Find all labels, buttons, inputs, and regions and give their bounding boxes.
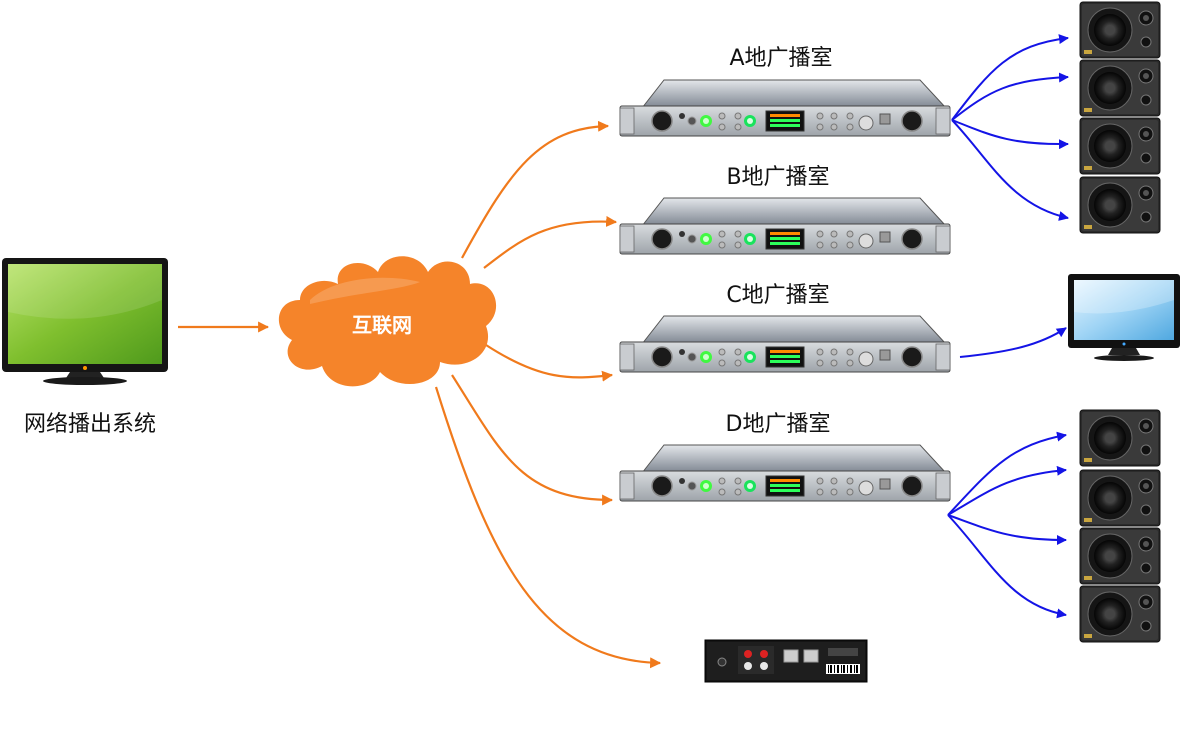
rack-device-icon — [619, 197, 951, 255]
speaker-icon — [1079, 409, 1161, 467]
speaker-icon — [1079, 585, 1161, 643]
tv-icon — [1068, 274, 1180, 361]
arrow-internet-to-room-a — [461, 120, 610, 259]
arrow-room-d-to-speaker-4 — [947, 514, 1067, 619]
cloud-label: 互联网 — [352, 313, 412, 337]
room-b-label: B地广播室 — [726, 165, 829, 190]
room-d-label: D地广播室 — [726, 412, 831, 437]
rack-device-icon — [619, 444, 951, 502]
arrow-internet-to-room-b — [483, 215, 618, 269]
blue-links — [947, 34, 1069, 619]
arrow-room-d-to-speaker-2 — [947, 465, 1067, 516]
arrow-room-a-to-speaker-4 — [951, 119, 1069, 221]
small-device-icon — [704, 639, 868, 683]
orange-links — [178, 120, 662, 669]
arrow-room-d-to-speaker-3 — [947, 514, 1067, 545]
speaker-icon — [1079, 117, 1161, 175]
arrow-internet-to-small-device — [434, 386, 662, 669]
arrow-internet-to-room-d — [451, 374, 614, 506]
monitor-icon — [2, 258, 168, 385]
speaker-icon — [1079, 1, 1161, 59]
cloud-icon — [278, 256, 497, 387]
arrow-room-a-to-speaker-1 — [951, 34, 1069, 121]
arrow-room-c-to-tv — [959, 327, 1067, 358]
arrow-room-a-to-speaker-2 — [951, 72, 1069, 121]
room-a-label: A地广播室 — [729, 46, 832, 71]
room-c-label: C地广播室 — [726, 283, 829, 308]
speaker-icon — [1079, 527, 1161, 585]
source-label: 网络播出系统 — [24, 412, 156, 437]
speaker-icon — [1079, 176, 1161, 234]
arrow-room-d-to-speaker-1 — [947, 431, 1067, 516]
rack-device-icon — [619, 79, 951, 137]
arrow-room-a-to-speaker-3 — [951, 119, 1069, 150]
arrow-internet-to-room-c — [485, 344, 614, 382]
speaker-icon — [1079, 469, 1161, 527]
rack-device-icon — [619, 315, 951, 373]
speaker-icon — [1079, 59, 1161, 117]
